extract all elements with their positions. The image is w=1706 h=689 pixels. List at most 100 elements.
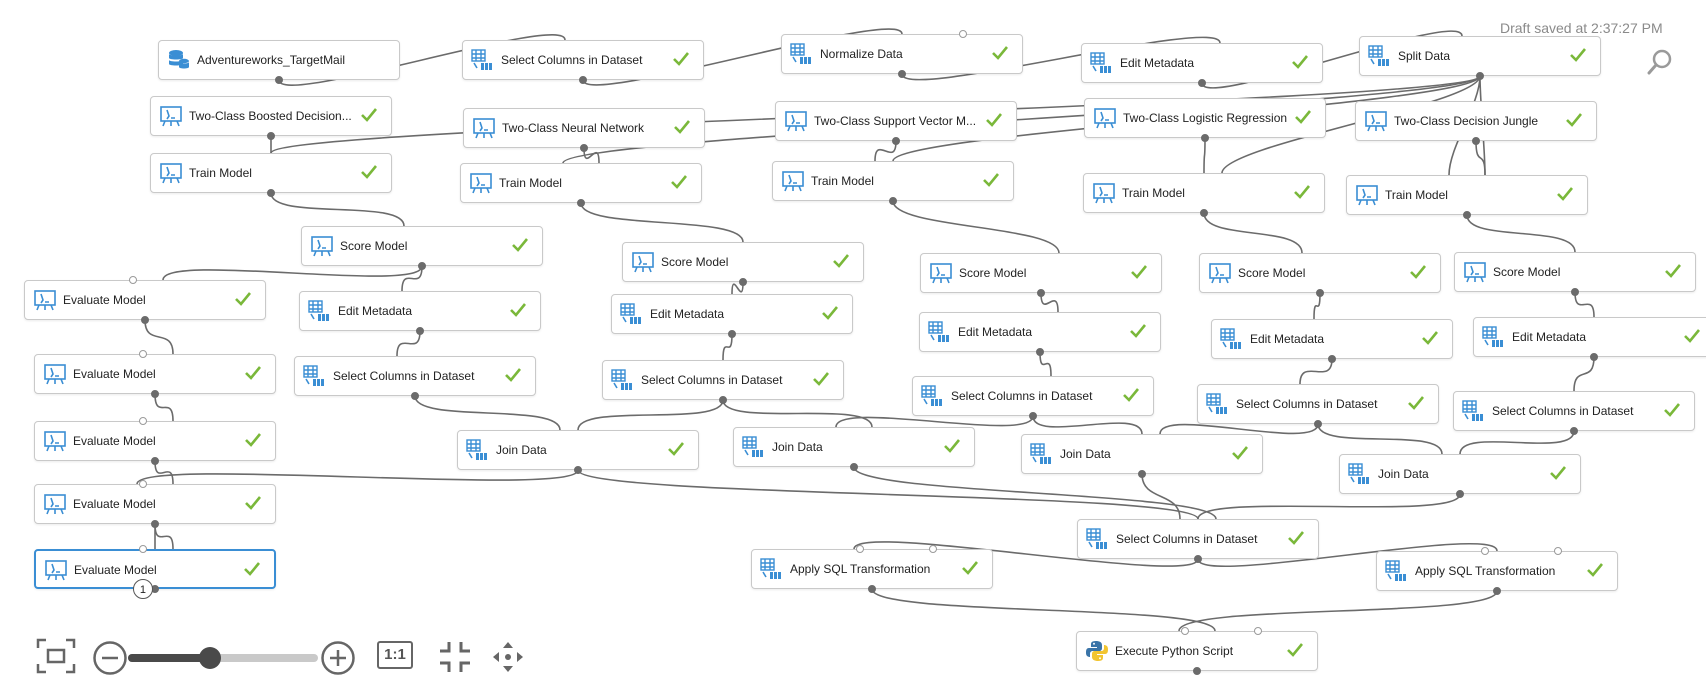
input-port[interactable] [1180,627,1189,635]
output-port[interactable] [1463,211,1471,219]
output-port[interactable] [728,330,736,338]
module-node[interactable]: Train Model [1346,175,1588,215]
output-port[interactable] [1476,72,1484,80]
output-port[interactable] [1590,353,1598,361]
output-port[interactable] [719,396,727,404]
module-node[interactable]: Evaluate Model [34,354,276,394]
module-node[interactable]: Score Model [301,226,543,266]
output-port[interactable] [1201,134,1209,142]
output-port[interactable] [1193,667,1201,675]
module-node[interactable]: Evaluate Model [34,484,276,524]
module-node[interactable]: Score Model [920,253,1162,293]
module-node[interactable]: Two-Class Boosted Decision... [150,96,392,136]
output-port[interactable] [141,316,149,324]
input-port[interactable] [138,480,147,488]
output-port[interactable] [579,76,587,84]
module-node[interactable]: Apply SQL Transformation [751,549,993,589]
input-port[interactable] [1553,547,1562,555]
input-port[interactable] [128,276,137,284]
module-node[interactable]: Score Model [1199,253,1441,293]
module-node[interactable]: Edit Metadata [299,291,541,331]
output-port[interactable] [418,262,426,270]
output-port[interactable] [1316,289,1324,297]
module-node[interactable]: Two-Class Logistic Regression [1084,98,1326,138]
zoom-slider[interactable] [128,647,318,669]
module-node[interactable]: Train Model [460,163,702,203]
output-port[interactable] [889,197,897,205]
module-node[interactable]: Select Columns in Dataset [1453,391,1695,431]
output-port[interactable] [1194,555,1202,563]
zoom-in-icon[interactable] [320,640,356,676]
module-node[interactable]: Two-Class Support Vector M... [775,101,1017,141]
module-node[interactable]: Normalize Data [781,34,1023,74]
module-node[interactable]: Join Data [457,430,699,470]
module-node[interactable]: Train Model [772,161,1014,201]
module-node[interactable]: Two-Class Decision Jungle [1355,101,1597,141]
search-icon[interactable] [1646,48,1674,76]
output-port[interactable] [151,457,159,465]
input-port[interactable] [138,417,147,425]
output-port[interactable] [267,132,275,140]
output-port[interactable] [1200,209,1208,217]
output-port[interactable] [892,137,900,145]
output-port[interactable] [1472,137,1480,145]
module-node[interactable]: Edit Metadata [919,312,1161,352]
module-node[interactable]: Select Columns in Dataset [1077,519,1319,559]
module-node[interactable]: Edit Metadata [1211,319,1453,359]
fit-to-screen-icon[interactable] [36,638,76,674]
output-port[interactable] [1570,427,1578,435]
module-node[interactable]: Score Model [622,242,864,282]
actual-size-button[interactable]: 1:1 [377,641,413,669]
output-port[interactable] [868,585,876,593]
output-port[interactable] [1571,288,1579,296]
module-node[interactable]: Edit Metadata [611,294,853,334]
center-selection-icon[interactable] [438,640,472,674]
module-node[interactable]: Join Data [1339,454,1581,494]
pan-icon[interactable] [492,641,524,673]
module-node[interactable]: Evaluate Model [34,549,276,589]
input-port[interactable] [138,350,147,358]
output-port[interactable] [574,466,582,474]
module-node[interactable]: Join Data [1021,434,1263,474]
input-port[interactable] [138,545,147,553]
output-port[interactable] [1138,470,1146,478]
output-port[interactable] [1328,355,1336,363]
output-port[interactable] [416,327,424,335]
module-node[interactable]: Execute Python Script [1076,631,1318,671]
module-node[interactable]: Select Columns in Dataset [1197,384,1439,424]
module-node[interactable]: Split Data [1359,36,1601,76]
input-port[interactable] [958,30,967,38]
module-node[interactable]: Select Columns in Dataset [462,40,704,80]
zoom-out-icon[interactable] [92,640,128,676]
output-port[interactable] [850,463,858,471]
input-port[interactable] [855,545,864,553]
output-port[interactable] [739,278,747,286]
output-port[interactable] [580,144,588,152]
module-node[interactable]: Train Model [1083,173,1325,213]
output-port[interactable] [577,199,585,207]
input-port[interactable] [1480,547,1489,555]
module-node[interactable]: Apply SQL Transformation [1376,551,1618,591]
module-node[interactable]: Adventureworks_TargetMail [158,40,400,80]
output-port[interactable] [898,70,906,78]
output-port[interactable] [151,520,159,528]
output-port[interactable] [151,390,159,398]
output-port[interactable] [1493,587,1501,595]
input-port[interactable] [1253,627,1262,635]
output-port[interactable] [1314,420,1322,428]
module-node[interactable]: Two-Class Neural Network [463,108,705,148]
output-port[interactable] [1037,289,1045,297]
module-node[interactable]: Evaluate Model [24,280,266,320]
module-node[interactable]: Select Columns in Dataset [912,376,1154,416]
module-node[interactable]: Evaluate Model [34,421,276,461]
module-node[interactable]: Join Data [733,427,975,467]
output-port[interactable] [267,189,275,197]
zoom-slider-thumb[interactable] [198,647,221,669]
module-node[interactable]: Train Model [150,153,392,193]
module-node[interactable]: Edit Metadata [1081,43,1323,83]
output-port[interactable] [411,392,419,400]
output-port[interactable] [1036,348,1044,356]
module-node[interactable]: Edit Metadata [1473,317,1706,357]
module-node[interactable]: Select Columns in Dataset [294,356,536,396]
